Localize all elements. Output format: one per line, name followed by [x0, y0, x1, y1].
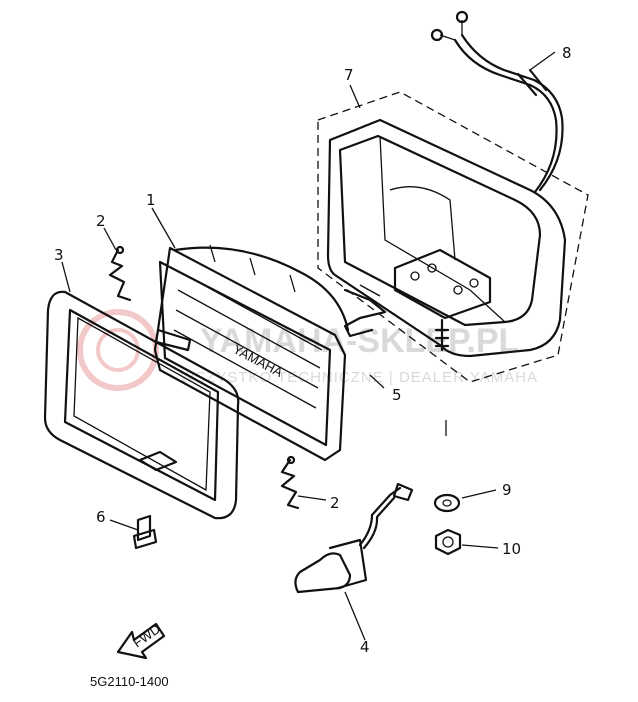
adjusting-spring-upper	[108, 245, 132, 302]
screw	[132, 514, 158, 550]
bulb	[294, 482, 414, 594]
wire-harness	[430, 10, 564, 194]
label-part-5: 5	[392, 386, 402, 404]
label-part-3: 3	[54, 246, 64, 264]
label-part-10: 10	[502, 540, 521, 558]
part-labels: 1 2 2 3 4 5 6 7 8 9 10	[54, 44, 572, 656]
diagram-code: 5G2110-1400	[90, 674, 169, 689]
watermark: YAMAHA-SKLEP.PL WSZYSTKO TECHNICZNE | DE…	[77, 309, 537, 391]
label-part-6: 6	[96, 508, 106, 526]
leader-lines	[61, 51, 556, 641]
washer	[433, 420, 461, 513]
label-part-2-lower: 2	[330, 494, 340, 512]
label-part-7: 7	[344, 66, 354, 84]
headlight-rim	[43, 290, 240, 520]
socket-wire	[343, 284, 387, 338]
headlight-case	[317, 91, 589, 383]
label-part-2-upper: 2	[96, 212, 106, 230]
label-part-8: 8	[562, 44, 572, 62]
watermark-logo	[77, 309, 159, 391]
label-part-4: 4	[360, 638, 370, 656]
adjusting-spring-lower	[280, 455, 300, 510]
label-part-1: 1	[146, 191, 156, 209]
watermark-text: YAMAHA-SKLEP.PL	[200, 322, 519, 360]
forward-arrow-icon: FWD	[116, 621, 166, 660]
label-part-9: 9	[502, 481, 512, 499]
nut	[434, 528, 462, 556]
